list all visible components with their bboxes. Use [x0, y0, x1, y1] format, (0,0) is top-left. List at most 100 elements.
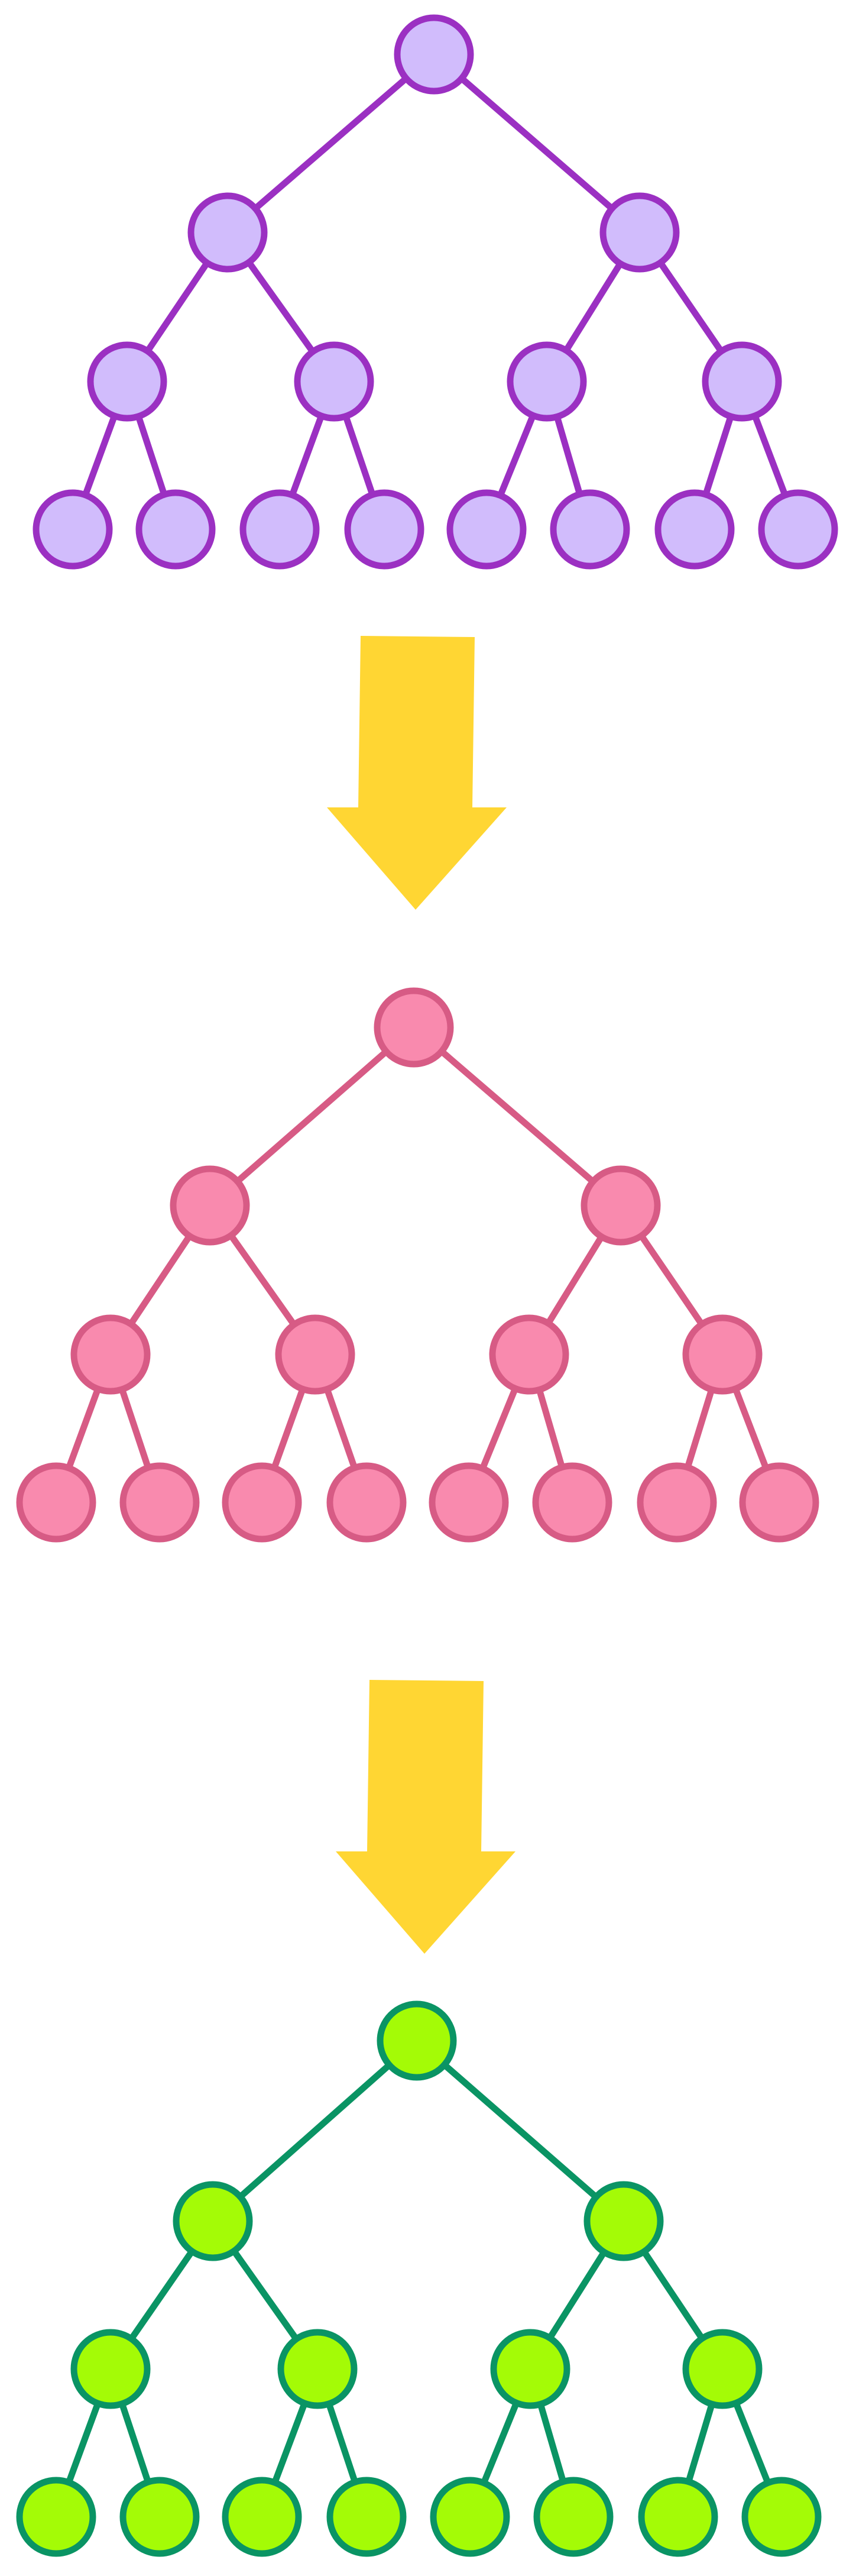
tree-node — [277, 2329, 358, 2409]
tree-edge — [65, 2400, 102, 2486]
tree-edge — [82, 412, 118, 499]
tree-edge — [640, 2248, 706, 2342]
tree-edge — [685, 2400, 715, 2485]
tree-leaf-node — [119, 1462, 200, 1543]
tree-edge — [119, 1386, 151, 1471]
tree-edge — [441, 2061, 599, 2200]
tree-edge — [536, 1386, 566, 1470]
tree-leaf-node — [222, 1462, 302, 1543]
tree-root-node — [374, 987, 454, 1068]
tree-edge — [563, 260, 624, 354]
tree-edge — [326, 2400, 358, 2485]
tree-edge — [479, 1385, 519, 1472]
tree-edge — [236, 2061, 393, 2200]
tree-node — [507, 341, 587, 422]
tree-leaf-node — [326, 1462, 407, 1543]
tree-edge — [546, 2248, 608, 2342]
tree-purple — [33, 14, 838, 570]
tree-edge — [342, 413, 376, 498]
tree-leaf-node — [532, 1462, 612, 1543]
tree-node — [682, 1314, 763, 1395]
tree-leaf-node — [533, 2477, 614, 2557]
tree-node — [173, 2181, 253, 2261]
tree-edge — [732, 2400, 771, 2486]
tree-node — [583, 2181, 664, 2261]
tree-edge — [228, 1232, 297, 1328]
tree-root-node — [377, 2000, 457, 2081]
tree-edge — [119, 2400, 151, 2485]
tree-root-node — [394, 14, 474, 95]
tree-edge — [323, 1386, 358, 1471]
tree-node — [599, 192, 680, 273]
tree-edge — [144, 259, 210, 355]
tree-leaf-node — [239, 489, 320, 570]
tree-leaf-node — [326, 2477, 407, 2557]
tree-leaf-node — [654, 489, 735, 570]
tree-edge — [271, 2400, 308, 2486]
down-arrow-icon — [336, 1680, 515, 1954]
tree-leaf-node — [637, 1462, 717, 1543]
tree-nodes — [16, 2000, 822, 2557]
tree-leaf-node — [758, 489, 838, 570]
tree-leaf-node — [344, 489, 424, 570]
tree-leaf-node — [16, 2477, 96, 2557]
tree-node — [87, 341, 167, 422]
tree-edge — [638, 1232, 705, 1328]
tree-leaf-node — [33, 489, 113, 570]
tree-edge — [127, 1233, 193, 1327]
arrow-down-1 — [327, 636, 507, 910]
tree-edges — [65, 2061, 771, 2487]
tree-edge — [231, 2248, 300, 2342]
tree-edge — [751, 412, 789, 499]
tree-node — [70, 1314, 151, 1395]
tree-edge — [65, 1385, 102, 1472]
tree-edge — [537, 2401, 567, 2485]
tree-green — [16, 2000, 822, 2557]
tree-leaf-node — [135, 489, 216, 570]
tree-leaf-node — [638, 2477, 718, 2557]
tree-leaf-node — [741, 2477, 822, 2557]
tree-pink — [16, 987, 819, 1543]
tree-edge — [684, 1386, 715, 1471]
tree-edge — [245, 258, 316, 355]
tree-leaf-node — [739, 1462, 819, 1543]
tree-edge — [702, 413, 734, 498]
tree-node — [170, 1165, 250, 1246]
tree-edge — [458, 75, 615, 212]
tree-edge — [657, 259, 725, 355]
tree-edge — [544, 1233, 605, 1327]
tree-node — [275, 1314, 355, 1395]
tree-node — [70, 2329, 151, 2409]
tree-edge — [732, 1385, 770, 1472]
tree-node — [489, 1314, 569, 1395]
tree-edge — [497, 412, 537, 499]
tree-edge — [288, 412, 325, 499]
tree-node — [702, 341, 782, 422]
tree-leaf-node — [446, 489, 527, 570]
tree-edge — [135, 413, 168, 498]
tree-edge — [252, 75, 410, 212]
tree-edge — [234, 1048, 390, 1185]
tree-node — [187, 192, 268, 273]
tree-edge — [553, 413, 583, 497]
tree-node — [682, 2329, 763, 2409]
tree-node — [581, 1165, 661, 1246]
tree-leaf-node — [16, 1462, 96, 1543]
tree-edge — [128, 2248, 196, 2342]
tree-leaf-node — [430, 2477, 510, 2557]
tree-edges — [82, 75, 789, 499]
tree-node — [294, 341, 374, 422]
tree-leaf-node — [222, 2477, 302, 2557]
tree-nodes — [16, 987, 819, 1543]
tree-leaf-node — [550, 489, 630, 570]
tree-edge — [271, 1385, 306, 1472]
tree-node — [490, 2329, 570, 2409]
tree-edges — [65, 1048, 770, 1472]
tree-leaf-node — [429, 1462, 509, 1543]
down-arrow-icon — [327, 636, 507, 910]
tree-edge — [438, 1048, 596, 1185]
tree-nodes — [33, 14, 838, 570]
tree-edge — [480, 2399, 520, 2487]
tree-leaf-node — [119, 2477, 200, 2557]
